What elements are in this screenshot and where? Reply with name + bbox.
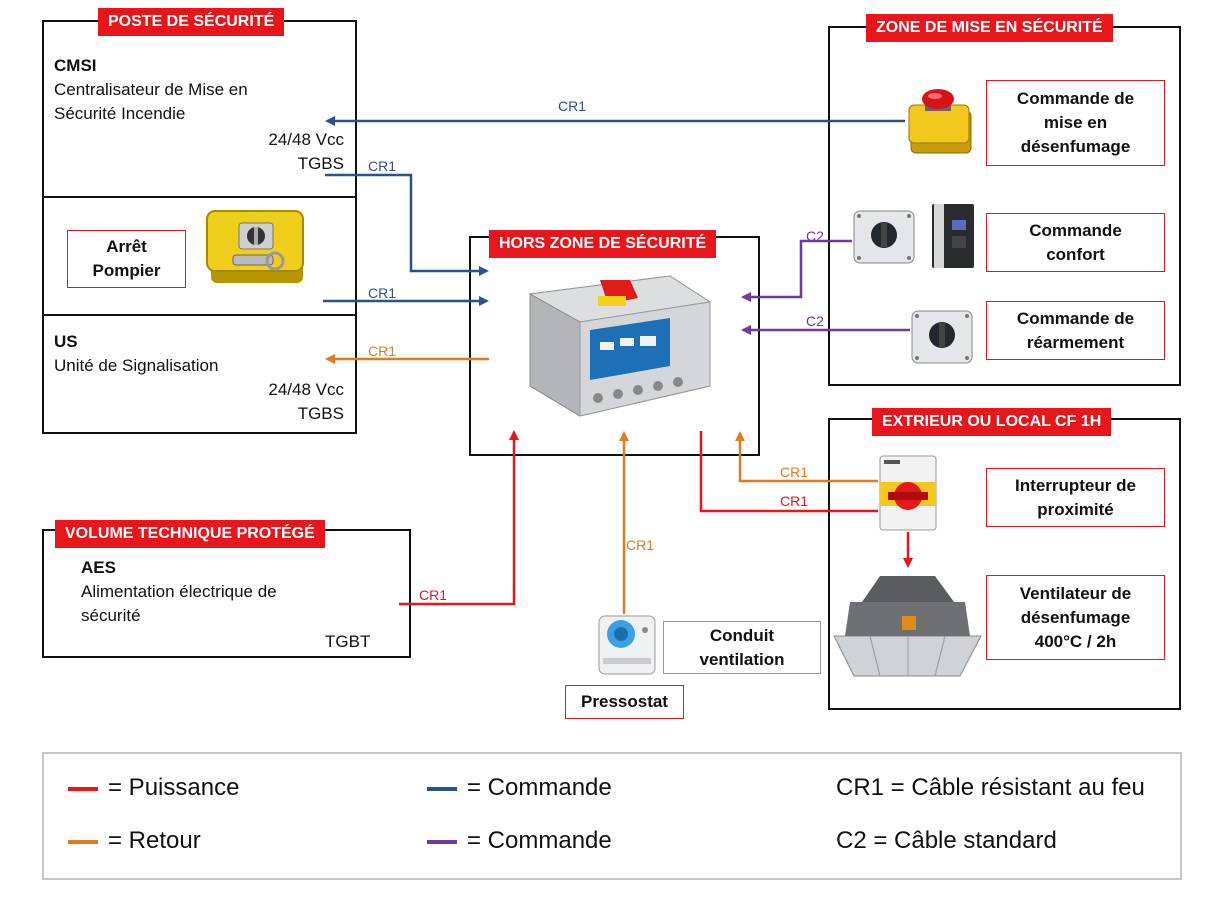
poste-divider-2 xyxy=(42,314,357,316)
us-desc: Unité de Signalisation xyxy=(54,356,219,375)
legend-box xyxy=(42,752,1182,880)
exterieur-local-tag: EXTRIEUR OU LOCAL CF 1H xyxy=(872,408,1112,436)
pressure-switch-icon xyxy=(598,615,656,675)
cable-label-cr1-top: CR1 xyxy=(558,98,587,114)
cable-label-cr1-puissance-inter: CR1 xyxy=(780,493,809,509)
cable-label-cr1-cmsi: CR1 xyxy=(368,158,397,174)
cmsi-voltage: 24/48 Vcc xyxy=(268,130,344,149)
legend-commande-1: = Commande xyxy=(467,774,612,801)
legend-line-commande-c2 xyxy=(427,840,457,844)
control-cabinet-icon xyxy=(528,275,712,417)
hors-zone-securite-tag: HORS ZONE DE SÉCURITÉ xyxy=(489,230,717,258)
cable-label-cr1-retour-inter: CR1 xyxy=(780,464,809,480)
wire-aes-to-coffret xyxy=(399,430,519,606)
wire-confort-to-coffret xyxy=(741,239,852,302)
smoke-extraction-fan-icon xyxy=(833,576,982,677)
cmsi-desc-line2: Sécurité Incendie xyxy=(54,104,186,123)
cable-label-cr1-us: CR1 xyxy=(368,343,397,359)
cable-label-c2-rearm: C2 xyxy=(806,313,824,329)
selector-switch-rearmement-icon xyxy=(911,310,973,364)
aes-desc-line2: sécurité xyxy=(81,606,141,625)
legend-cr1: CR1 = Câble résistant au feu xyxy=(836,774,1145,801)
legend-retour: = Retour xyxy=(108,827,201,854)
us-voltage: 24/48 Vcc xyxy=(268,380,344,399)
volume-technique-tag: VOLUME TECHNIQUE PROTÉGÉ xyxy=(55,520,325,548)
variable-frequency-drive-icon xyxy=(932,204,974,268)
legend-puissance: = Puissance xyxy=(108,774,240,801)
wire-cmsi-to-coffret xyxy=(325,173,489,276)
proximity-switch-icon xyxy=(879,455,937,531)
legend-line-puissance xyxy=(68,787,98,791)
poste-securite-box xyxy=(42,20,357,434)
arret-pompier-device-icon xyxy=(206,210,304,283)
poste-securite-tag: POSTE DE SÉCURITÉ xyxy=(98,8,285,36)
selector-switch-confort-icon xyxy=(853,210,915,264)
legend-line-commande-cr1 xyxy=(427,787,457,791)
poste-divider-1 xyxy=(42,196,357,198)
legend-commande-2: = Commande xyxy=(467,827,612,854)
cable-label-cr1-pressostat: CR1 xyxy=(626,537,655,553)
aes-title: AES xyxy=(81,558,116,577)
aes-desc-line1: Alimentation électrique de xyxy=(81,582,277,601)
cmsi-desc-line1: Centralisateur de Mise en xyxy=(54,80,248,99)
cmsi-tgbs: TGBS xyxy=(297,154,344,173)
legend-line-retour xyxy=(68,840,98,844)
cable-label-c2-confort: C2 xyxy=(806,228,824,244)
cable-label-cr1-arret: CR1 xyxy=(368,285,397,301)
zone-mise-securite-tag: ZONE DE MISE EN SÉCURITÉ xyxy=(866,14,1113,42)
wire-interrupteur-to-coffret xyxy=(735,431,878,483)
cable-label-cr1-aes: CR1 xyxy=(419,587,448,603)
volume-technique-box xyxy=(42,529,411,658)
emergency-stop-button-icon xyxy=(908,89,972,154)
cmsi-title: CMSI xyxy=(54,56,97,75)
wire-coffret-to-interrupteur xyxy=(699,431,878,513)
aes-tgbt: TGBT xyxy=(325,632,371,651)
pressostat-label: Pressostat xyxy=(565,685,684,719)
legend-c2: C2 = Câble standard xyxy=(836,827,1057,854)
us-title: US xyxy=(54,332,78,351)
us-tgbs: TGBS xyxy=(297,404,344,423)
